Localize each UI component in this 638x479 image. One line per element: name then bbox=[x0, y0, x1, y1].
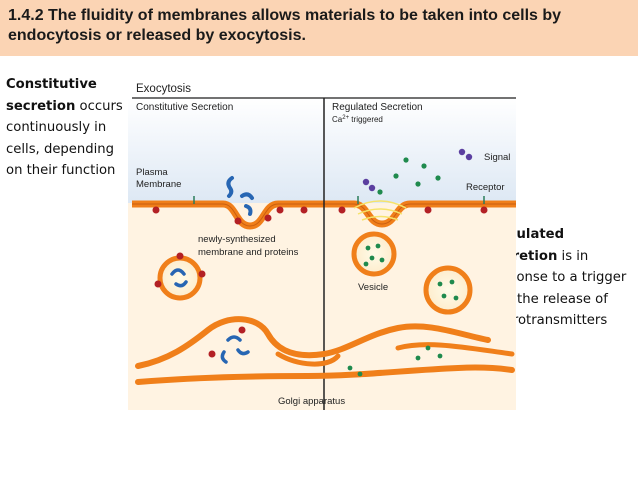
released-protein-icon bbox=[226, 176, 254, 216]
header-title-line-1: 1.4.2 The fluidity of membranes allows m… bbox=[8, 7, 562, 24]
regulated-panel-label: Regulated Secretion bbox=[332, 102, 423, 113]
membrane-receptor-stems bbox=[193, 196, 485, 204]
receptor-label: Receptor bbox=[466, 182, 505, 193]
signal-molecule-icons bbox=[377, 157, 441, 195]
extracellular-space bbox=[128, 98, 516, 203]
calcium-superscript: 2+ bbox=[342, 115, 349, 121]
calcium-trigger-label: Ca2+ triggered bbox=[332, 115, 383, 124]
constitutive-note-bold: Constitutive secretion bbox=[6, 77, 97, 114]
slide-header: 1.4.2 The fluidity of membranes allows m… bbox=[0, 0, 638, 56]
signal-ligand-icons bbox=[362, 148, 473, 192]
constitutive-note-text: occurs continuously in cells, depending … bbox=[6, 98, 123, 179]
constitutive-panel-label: Constitutive Secretion bbox=[136, 102, 233, 113]
vesicle-label: Vesicle bbox=[358, 282, 388, 293]
calcium-prefix: Ca bbox=[332, 115, 343, 124]
newly-synthesized-label-1: newly-synthesized bbox=[198, 234, 276, 245]
newly-synthesized-label-2: membrane and proteins bbox=[198, 247, 299, 258]
plasma-membrane-label-1: Plasma bbox=[136, 167, 168, 178]
secretory-vesicle bbox=[423, 265, 473, 315]
golgi-receptor-icons bbox=[208, 326, 246, 358]
regulated-vesicle bbox=[351, 231, 397, 277]
golgi-apparatus bbox=[135, 316, 515, 385]
fusion-glow bbox=[353, 200, 407, 221]
constitutive-note: Constitutive secretion occurs continuous… bbox=[6, 74, 128, 182]
golgi-label: Golgi apparatus bbox=[278, 396, 345, 407]
signal-label: Signal bbox=[484, 152, 510, 163]
plasma-membrane-label-2: Membrane bbox=[136, 179, 181, 190]
membrane-receptor-icons bbox=[152, 206, 488, 225]
golgi-protein-icons bbox=[220, 335, 250, 364]
diagram-title: Exocytosis bbox=[136, 83, 191, 95]
constitutive-vesicle bbox=[154, 252, 206, 301]
header-title-line-2: endocytosis or released by exocytosis. bbox=[8, 27, 306, 44]
regulated-note-text: is in response to a trigger e.g. the rel… bbox=[488, 248, 627, 329]
exocytosis-diagram: Exocytosis Constitutive Secretion Regula… bbox=[128, 78, 520, 415]
calcium-suffix: triggered bbox=[349, 115, 383, 124]
golgi-cargo-icons bbox=[347, 345, 443, 377]
